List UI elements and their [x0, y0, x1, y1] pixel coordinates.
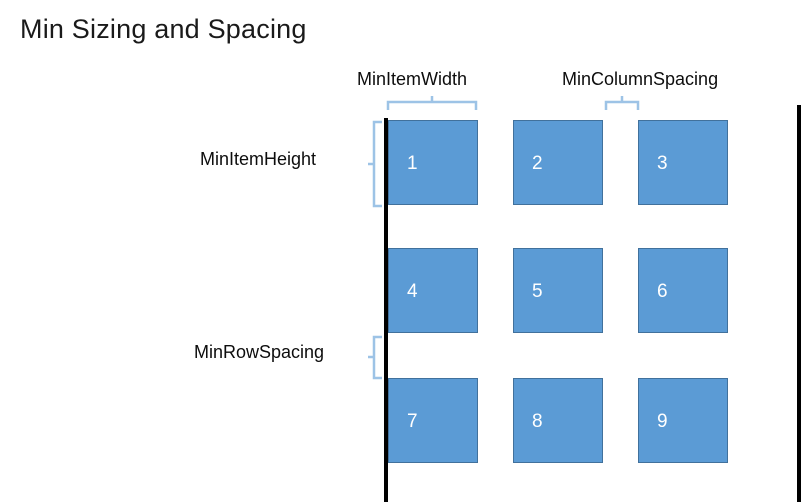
grid-item-label: 3	[657, 153, 668, 174]
grid-item-label: 8	[532, 411, 543, 432]
bracket-min-item-height-icon	[368, 120, 386, 208]
grid-item[interactable]: 5	[513, 248, 603, 333]
grid-item-label: 5	[532, 281, 543, 302]
grid-item[interactable]: 8	[513, 378, 603, 463]
grid-item[interactable]: 4	[388, 248, 478, 333]
right-boundary-line	[797, 105, 801, 502]
grid-item[interactable]: 1	[388, 120, 478, 205]
page-title: Min Sizing and Spacing	[20, 14, 307, 44]
grid-item-label: 4	[407, 281, 418, 302]
grid-item-label: 2	[532, 153, 543, 174]
bracket-min-column-spacing-icon	[604, 96, 642, 112]
label-min-row-spacing: MinRowSpacing	[194, 342, 325, 362]
grid-item-label: 1	[407, 153, 418, 174]
grid-item[interactable]: 3	[638, 120, 728, 205]
left-boundary-line	[384, 118, 388, 502]
bracket-min-item-width-icon	[386, 96, 478, 112]
grid-item[interactable]: 9	[638, 378, 728, 463]
bracket-min-row-spacing-icon	[368, 335, 386, 380]
label-min-column-spacing: MinColumnSpacing	[562, 69, 719, 89]
grid-item-label: 7	[407, 411, 418, 432]
grid-item-label: 9	[657, 411, 668, 432]
grid-item[interactable]: 6	[638, 248, 728, 333]
grid-item[interactable]: 2	[513, 120, 603, 205]
grid-item-label: 6	[657, 281, 668, 302]
label-min-item-height: MinItemHeight	[200, 149, 317, 169]
label-min-item-width: MinItemWidth	[357, 69, 468, 89]
grid-item[interactable]: 7	[388, 378, 478, 463]
